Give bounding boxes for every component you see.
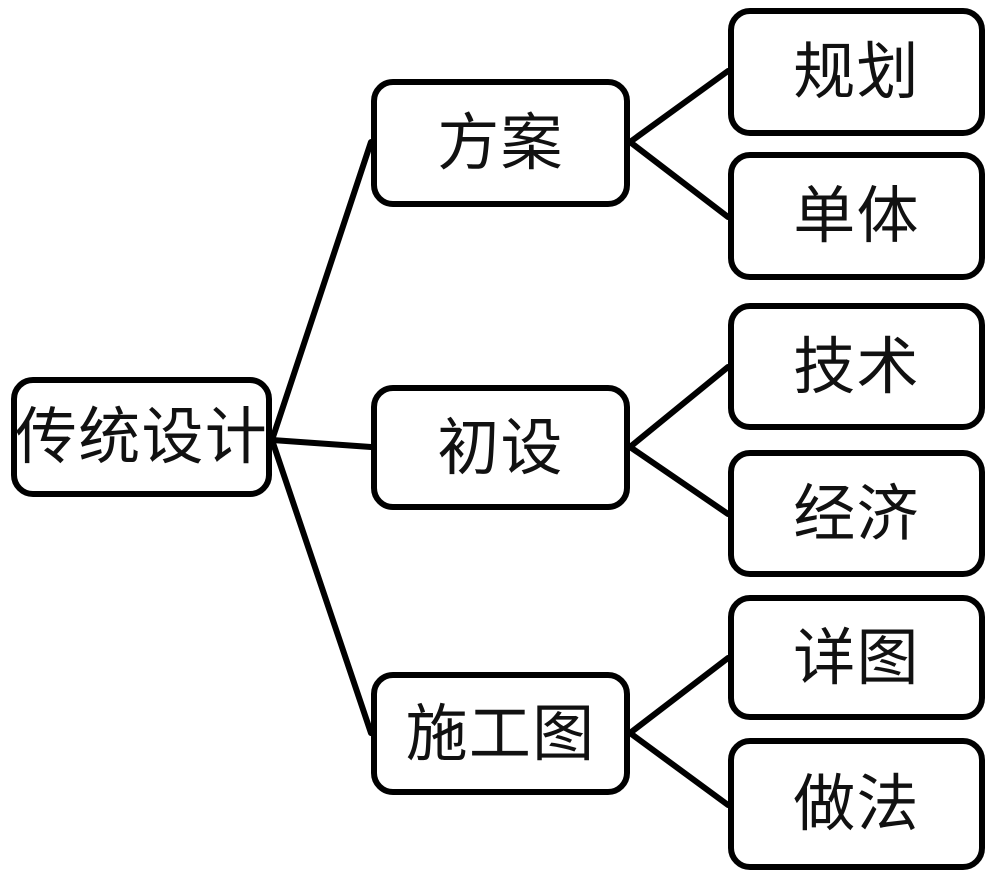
node-leaf-danti-label: 单体: [793, 179, 920, 252]
connector-shigongtu-to-zuofa: [627, 730, 731, 808]
node-leaf-xiangtu[interactable]: 详图: [728, 595, 985, 720]
connector-fangan-to-guihua: [627, 68, 731, 145]
connector-chushe-to-jishu: [627, 364, 731, 450]
node-leaf-zuofa[interactable]: 做法: [728, 738, 985, 870]
node-branch-fangan[interactable]: 方案: [371, 79, 630, 207]
node-root[interactable]: 传统设计: [11, 377, 272, 497]
node-branch-shigongtu-label: 施工图: [405, 696, 596, 770]
connector-chushe-to-jingji: [627, 444, 731, 517]
node-root-label: 传统设计: [15, 400, 268, 473]
node-branch-chushe[interactable]: 初设: [371, 385, 630, 510]
node-branch-shigongtu[interactable]: 施工图: [371, 672, 630, 795]
connector-fangan-to-danti: [627, 139, 731, 220]
node-leaf-zuofa-label: 做法: [793, 767, 920, 840]
node-leaf-danti[interactable]: 单体: [728, 152, 985, 280]
connector-shigongtu-to-xiangtu: [627, 655, 731, 736]
connector-root-to-shigongtu: [269, 437, 374, 736]
node-leaf-guihua-label: 规划: [793, 35, 920, 108]
node-leaf-guihua[interactable]: 规划: [728, 8, 985, 136]
node-branch-chushe-label: 初设: [437, 410, 564, 484]
node-leaf-jingji-label: 经济: [793, 476, 920, 550]
node-leaf-jishu-label: 技术: [793, 329, 920, 403]
connector-root-to-chushe: [269, 437, 374, 450]
connector-root-to-fangan: [269, 139, 374, 443]
node-leaf-jishu[interactable]: 技术: [728, 303, 985, 430]
node-branch-fangan-label: 方案: [437, 106, 564, 179]
node-leaf-jingji[interactable]: 经济: [728, 450, 985, 577]
node-leaf-xiangtu-label: 详图: [793, 620, 920, 694]
